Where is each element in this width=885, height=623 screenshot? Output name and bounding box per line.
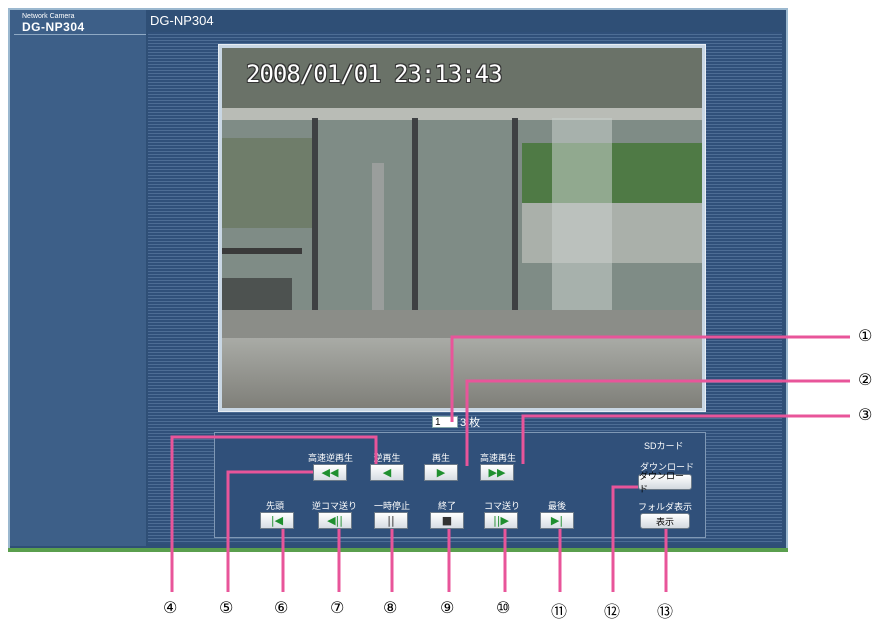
callout-12: ⑫ (604, 602, 621, 621)
brand-caption: Network Camera (22, 13, 75, 20)
window-bottom-edge (8, 548, 788, 552)
first-label: 先頭 (265, 501, 284, 511)
image-total: 3 枚 (460, 417, 481, 429)
step-back-label: 逆コマ送り (312, 501, 358, 511)
skip-to-first-icon: |◀ (270, 514, 284, 527)
last-label: 最後 (547, 501, 566, 511)
reverse-label: 逆再生 (373, 453, 401, 463)
callout-9: ⑨ (440, 598, 455, 617)
fast-play-label: 高速再生 (480, 453, 517, 463)
folder-view-button[interactable]: 表示 (640, 513, 690, 529)
callout-10: ⑩ (496, 598, 511, 617)
download-label: ダウンロード (640, 462, 695, 472)
play-button[interactable]: ▶ (424, 464, 458, 481)
folder-view-label: フォルダ表示 (637, 502, 692, 512)
step-forward-label: コマ送り (483, 501, 520, 511)
sd-card-title: SDカード (644, 441, 684, 451)
callout-5: ⑤ (219, 598, 234, 617)
callout-11: ⑪ (551, 602, 568, 621)
stop-label: 終了 (437, 501, 456, 511)
reverse-icon: ◀ (382, 466, 392, 479)
play-icon: ▶ (436, 466, 446, 479)
play-label: 再生 (431, 453, 450, 463)
callout-13: ⑬ (657, 602, 674, 621)
callout-7: ⑦ (330, 598, 345, 617)
step-back-icon: ◀|| (327, 514, 343, 527)
skip-to-last-icon: ▶| (550, 514, 564, 527)
first-button[interactable]: |◀ (260, 512, 294, 529)
page-title: DG-NP304 (150, 13, 214, 28)
fast-reverse-button[interactable]: ◀◀ (313, 464, 347, 481)
stop-button[interactable]: ■ (430, 512, 464, 529)
step-forward-icon: ||▶ (493, 514, 509, 527)
fast-play-button[interactable]: ▶▶ (480, 464, 514, 481)
stop-icon: ■ (441, 514, 453, 527)
download-button[interactable]: ダウンロード (638, 471, 692, 494)
callout-2: ② (858, 370, 873, 389)
last-button[interactable]: ▶| (540, 512, 574, 529)
sidebar (10, 10, 146, 546)
fast-play-icon: ▶▶ (488, 466, 506, 479)
camera-scene (222, 48, 702, 408)
reverse-button[interactable]: ◀ (370, 464, 404, 481)
brand-divider (14, 34, 146, 35)
fast-reverse-icon: ◀◀ (321, 466, 339, 479)
callout-1: ① (858, 326, 873, 345)
pause-label: 一時停止 (373, 501, 410, 511)
pause-icon: || (387, 514, 395, 527)
callout-6: ⑥ (274, 598, 289, 617)
fast-reverse-label: 高速逆再生 (308, 453, 354, 463)
callout-3: ③ (858, 405, 873, 424)
image-timestamp: 2008/01/01 23:13:43 (246, 60, 503, 88)
callout-4: ④ (163, 598, 178, 617)
step-forward-button[interactable]: ||▶ (484, 512, 518, 529)
step-back-button[interactable]: ◀|| (318, 512, 352, 529)
callout-8: ⑧ (383, 598, 398, 617)
brand-model: DG-NP304 (22, 20, 85, 34)
camera-image: 2008/01/01 23:13:43 (222, 48, 702, 408)
pause-button[interactable]: || (374, 512, 408, 529)
